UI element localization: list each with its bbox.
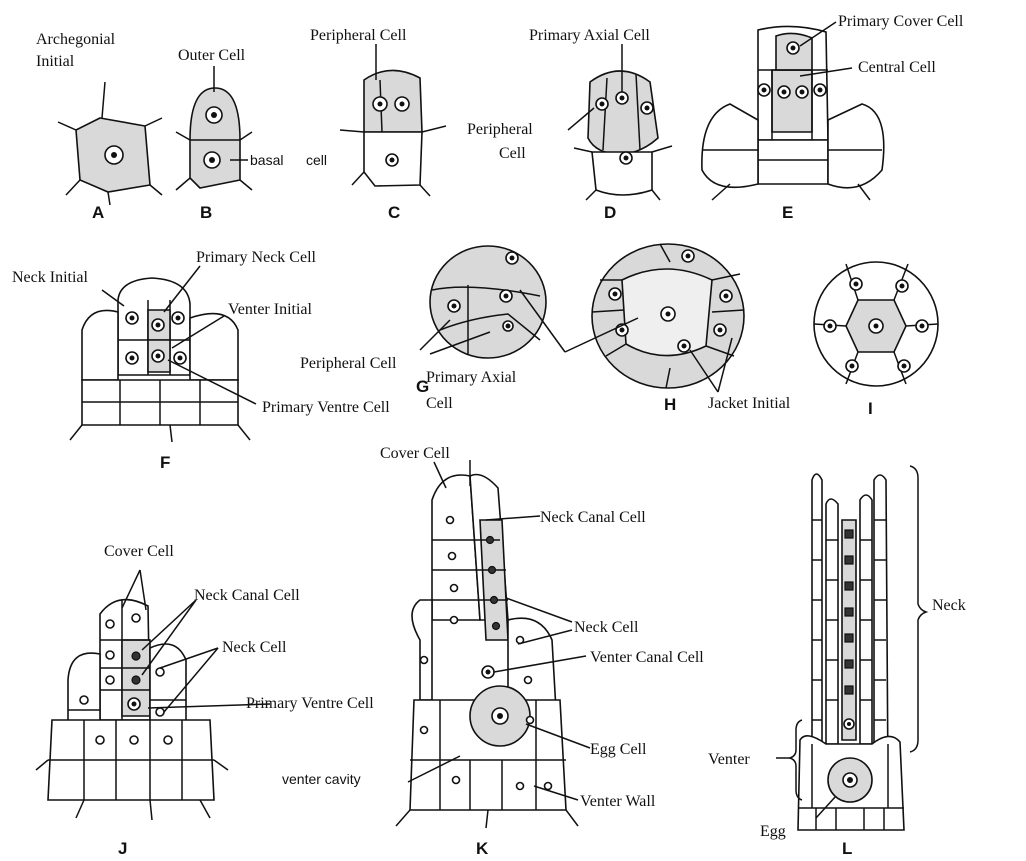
- figure-e-primary-cover: [702, 22, 884, 200]
- label-neck-initial: Neck Initial: [12, 269, 89, 286]
- label-neck-cell-j: Neck Cell: [222, 639, 287, 656]
- label-venter-initial: Venter Initial: [228, 301, 313, 318]
- figure-a-archegonial-initial: [58, 82, 162, 205]
- label-egg: Egg: [760, 823, 786, 840]
- label-cover-cell-j: Cover Cell: [104, 543, 174, 560]
- label-cover-cell-k: Cover Cell: [380, 445, 450, 462]
- panel-letter-b: B: [200, 203, 212, 222]
- label-venter-cavity: venter cavity: [282, 771, 361, 787]
- label-peripheral-cell-c: Peripheral Cell: [310, 27, 407, 44]
- panel-letter-f: F: [160, 453, 170, 472]
- figure-i-cross-section: [814, 262, 938, 386]
- label-cell: cell: [306, 152, 327, 168]
- figure-l-mature-archegonium: [776, 466, 926, 830]
- label-primary-ventre-cell-f: Primary Ventre Cell: [262, 399, 390, 416]
- label-primary-neck-cell: Primary Neck Cell: [196, 249, 317, 266]
- label-basal: basal: [250, 152, 283, 168]
- figure-f-neck-venter: [70, 266, 256, 442]
- label-neck: Neck: [932, 597, 966, 614]
- figure-b-outer-basal: [176, 66, 252, 190]
- panel-letter-c: C: [388, 203, 400, 222]
- panel-letter-l: L: [842, 839, 852, 858]
- label-peripheral-cell-g: Peripheral Cell: [300, 355, 397, 372]
- figure-g-transverse: [420, 246, 565, 358]
- figure-c-peripheral: [340, 44, 446, 196]
- label-peripheral-d-cell: Cell: [499, 145, 526, 162]
- label-primary-axial: Primary Axial: [426, 369, 517, 386]
- label-jacket-initial: Jacket Initial: [708, 395, 791, 412]
- panel-letter-a: A: [92, 203, 104, 222]
- label-neck-cell-k: Neck Cell: [574, 619, 639, 636]
- panel-letter-d: D: [604, 203, 616, 222]
- figure-d-primary-axial: [568, 44, 672, 200]
- label-central-cell: Central Cell: [858, 59, 936, 76]
- label-neck-canal-cell-k: Neck Canal Cell: [540, 509, 646, 526]
- panel-letter-h: H: [664, 395, 676, 414]
- label-primary-axial-cell: Cell: [426, 395, 453, 412]
- label-outer-cell: Outer Cell: [178, 47, 246, 64]
- label-primary-axial-cell-d: Primary Axial Cell: [529, 27, 650, 44]
- label-venter: Venter: [708, 751, 750, 768]
- label-primary-cover-cell: Primary Cover Cell: [838, 13, 964, 30]
- panel-letter-g: G: [416, 377, 429, 396]
- figure-j-young-archegonium: [36, 570, 270, 820]
- label-egg-cell: Egg Cell: [590, 741, 647, 758]
- label-peripheral-d: Peripheral: [467, 121, 533, 138]
- panel-letter-j: J: [118, 839, 127, 858]
- panel-letter-e: E: [782, 203, 793, 222]
- label-archegonial: Archegonial: [36, 31, 116, 48]
- label-initial: Initial: [36, 53, 75, 70]
- label-venter-wall: Venter Wall: [580, 793, 656, 810]
- label-neck-canal-cell-j: Neck Canal Cell: [194, 587, 300, 604]
- panel-letter-k: K: [476, 839, 489, 858]
- figure-h-jacket: [565, 244, 744, 392]
- label-venter-canal-cell: Venter Canal Cell: [590, 649, 704, 666]
- label-primary-ventre-cell-j: Primary Ventre Cell: [246, 695, 374, 712]
- panel-letter-i: I: [868, 399, 873, 418]
